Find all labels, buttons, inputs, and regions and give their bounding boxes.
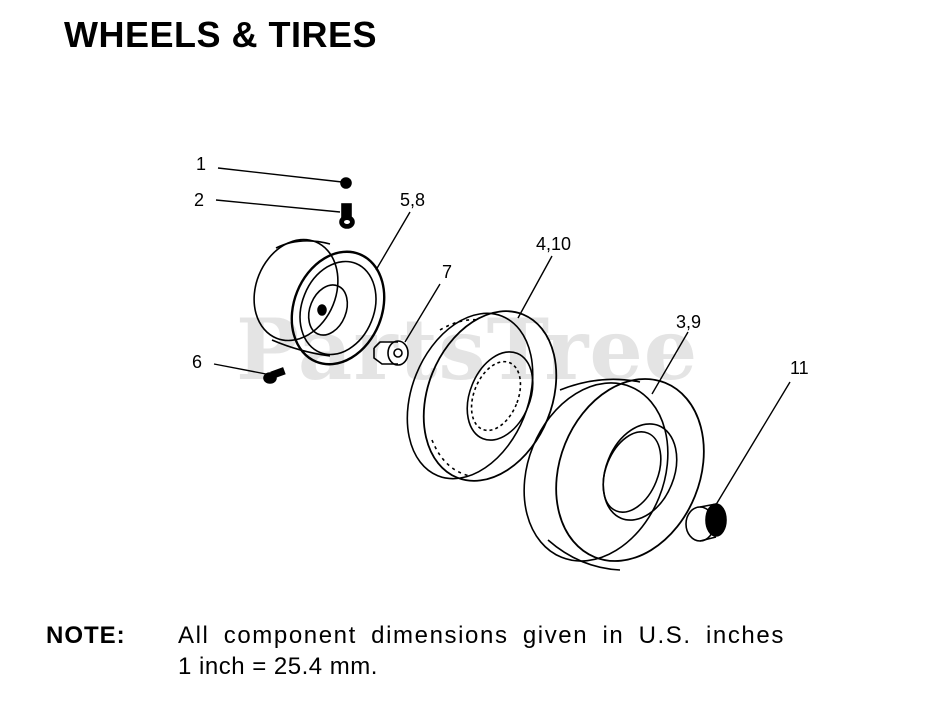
callout-1: 1 — [196, 154, 207, 174]
leader-2 — [215, 199, 341, 213]
leader-lines — [213, 167, 791, 509]
bushing — [373, 340, 409, 366]
callout-3-9: 3,9 — [676, 312, 702, 332]
callout-7: 7 — [442, 262, 453, 282]
note-label: NOTE: — [46, 622, 126, 649]
rear-tire — [523, 378, 705, 571]
wheel-rim — [253, 238, 386, 366]
callout-2: 2 — [194, 190, 205, 210]
callout-6: 6 — [192, 352, 203, 372]
leader-5-8 — [375, 211, 411, 271]
note-text-line-2: 1 inch = 25.4 mm. — [178, 653, 378, 680]
leader-7 — [404, 283, 441, 343]
watermark: PartsTree — [236, 300, 699, 399]
front-tire — [406, 310, 558, 482]
callout-4-10: 4,10 — [536, 234, 572, 254]
leader-1 — [217, 167, 343, 183]
valve-stem — [339, 203, 355, 229]
valve-cap — [340, 177, 352, 189]
note-text-line-1: All component dimensions given in U.S. i… — [178, 622, 785, 649]
callout-11: 11 — [790, 358, 809, 378]
leader-6 — [213, 363, 267, 375]
leader-4-10 — [517, 255, 553, 319]
diagram-title: WHEELS & TIRES — [64, 14, 378, 55]
hub-cap — [685, 503, 727, 542]
leader-11 — [713, 381, 791, 509]
bolt — [263, 367, 286, 384]
callout-5-8: 5,8 — [400, 190, 426, 210]
leader-3-9 — [651, 331, 689, 395]
